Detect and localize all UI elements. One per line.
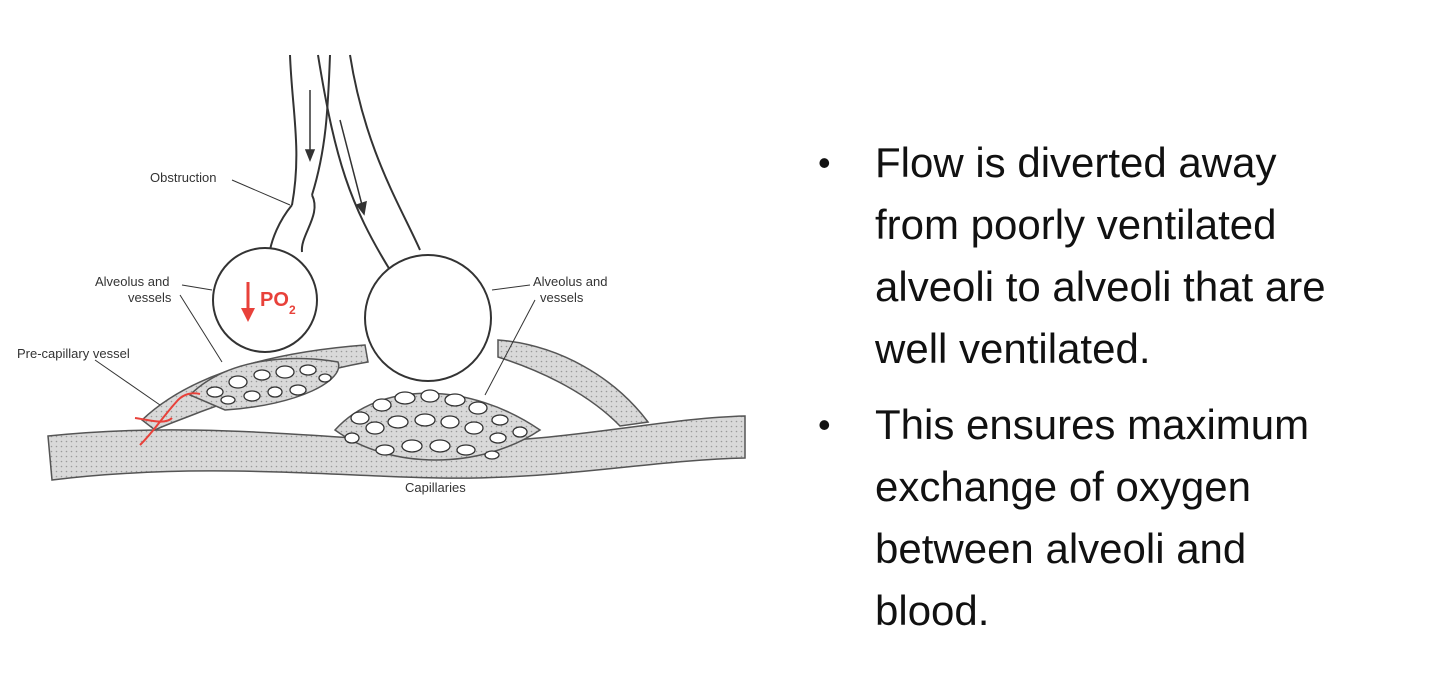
po2-subscript: 2 — [289, 303, 296, 317]
bullet-line: This ensures maximum — [875, 401, 1310, 448]
alveolus-right-label-line2: vessels — [540, 290, 584, 305]
bullet-item: • This ensures maximum exchange of oxyge… — [800, 394, 1420, 642]
bullet-marker: • — [818, 142, 831, 183]
vasoconstriction-marker — [134, 392, 201, 446]
bullet-line: exchange of oxygen — [875, 463, 1251, 510]
bullet-line: from poorly ventilated — [875, 201, 1277, 248]
capillary-lumens — [206, 364, 528, 460]
bullet-line: alveoli to alveoli that are — [875, 263, 1326, 310]
po2-label: PO — [260, 289, 289, 311]
bullet-list: • Flow is diverted away from poorly vent… — [800, 132, 1420, 656]
alveolus-left-label-line2: vessels — [128, 290, 172, 305]
obstruction-label: Obstruction — [150, 170, 216, 185]
po2-indicator: PO 2 — [241, 282, 296, 322]
alveolus-right-label-line1: Alveolus and — [533, 274, 607, 289]
bullet-line: blood. — [875, 587, 990, 634]
bullet-marker: • — [818, 404, 831, 445]
airways — [269, 54, 421, 271]
alveolar-vessel-diagram: PO 2 Obstruction Alveolus and vessels Al… — [17, 54, 746, 495]
leader-lines — [94, 179, 536, 406]
bullet-item: • Flow is diverted away from poorly vent… — [800, 132, 1420, 380]
bullet-line: well ventilated. — [875, 325, 1151, 372]
capillaries-label: Capillaries — [405, 480, 466, 495]
bullet-line: between alveoli and — [875, 525, 1247, 572]
well-ventilated-alveolus — [364, 254, 492, 382]
airflow-arrows — [304, 90, 367, 216]
bullet-line: Flow is diverted away — [875, 139, 1277, 186]
pre-capillary-label: Pre-capillary vessel — [17, 346, 130, 361]
poorly-ventilated-alveolus — [212, 247, 318, 353]
alveolus-left-label-line1: Alveolus and — [95, 274, 169, 289]
